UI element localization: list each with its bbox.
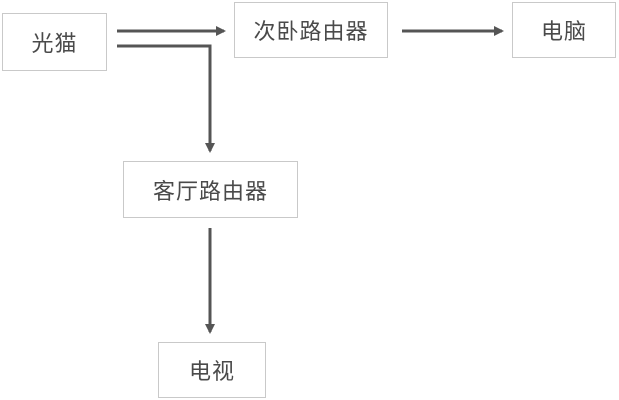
node-tv-label: 电视	[188, 360, 235, 385]
node-bedroom-router-label: 次卧路由器	[253, 20, 369, 45]
node-living-router-label: 客厅路由器	[152, 179, 268, 205]
arrow-modem-to-living-router	[117, 44, 215, 153]
node-modem: 光猫	[2, 13, 107, 71]
node-modem-label: 光猫	[31, 32, 78, 57]
node-tv: 电视	[158, 342, 266, 398]
node-pc-label: 电脑	[540, 20, 587, 45]
node-pc: 电脑	[512, 2, 616, 58]
node-bedroom-router: 次卧路由器	[234, 2, 388, 58]
node-living-router: 客厅路由器	[123, 161, 298, 218]
